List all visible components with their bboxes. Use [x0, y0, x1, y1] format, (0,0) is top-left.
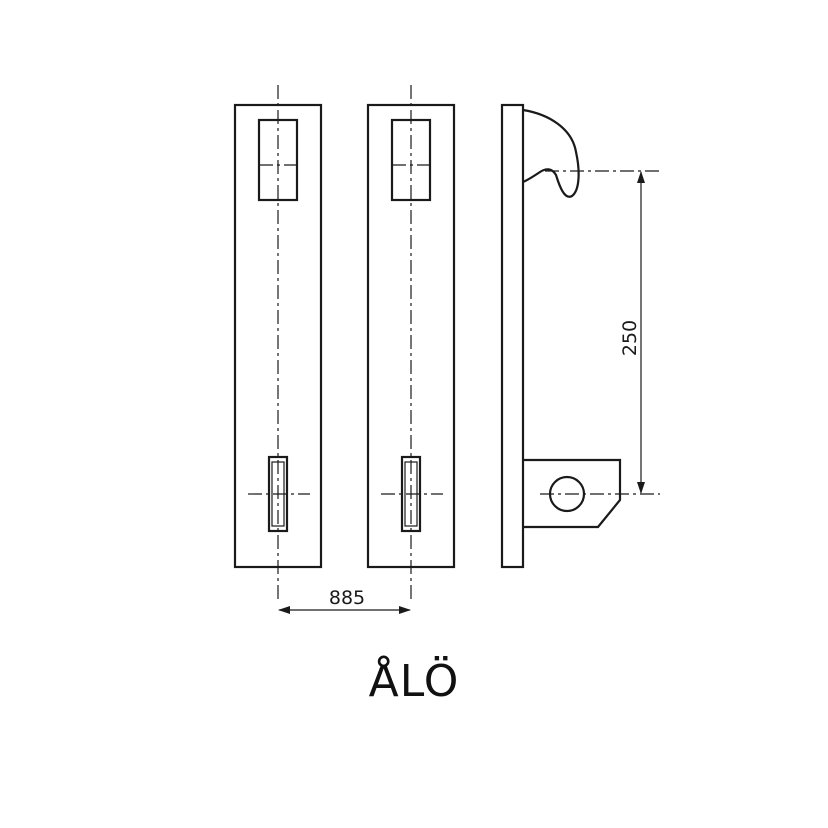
- upper-hook: [522, 108, 580, 198]
- middle-plate: [366, 85, 456, 600]
- brand-logo-text: ÅLÖ: [368, 656, 460, 707]
- vertical-dimension: 250: [619, 171, 645, 494]
- vertical-dimension-label: 250: [619, 320, 641, 356]
- left-plate: [233, 85, 323, 600]
- lower-lug: [523, 458, 622, 529]
- horizontal-dimension-label: 885: [329, 587, 365, 609]
- horizontal-dimension: 885: [278, 587, 411, 614]
